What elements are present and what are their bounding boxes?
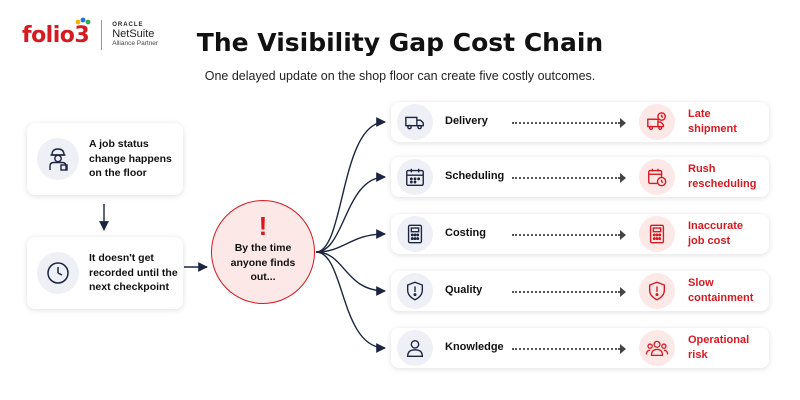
outcome-label: Inaccurate job cost (688, 220, 744, 248)
dotted-arrowhead (620, 118, 626, 128)
clock-icon (37, 252, 79, 294)
folio3-wordmark: folio3 (22, 17, 91, 48)
branch-label: Costing (445, 227, 486, 239)
dotted-arrowhead (620, 230, 626, 240)
outcome-label: Slow containment (688, 277, 754, 305)
branch-row-quality: Quality Slow containment (391, 271, 769, 311)
calculator-icon (639, 216, 675, 252)
truck-clock-icon (639, 104, 675, 140)
folio3-logo: folio3 ORACLE NetSuite Alliance Partner (22, 17, 158, 50)
dotted-connector (512, 122, 620, 124)
page-subtitle: One delayed update on the shop floor can… (204, 69, 596, 83)
branch-row-delivery: Delivery Late shipment (391, 102, 769, 142)
worker-icon (37, 138, 79, 180)
branch-line-quality (315, 251, 386, 296)
calendar-clock-icon (639, 159, 675, 195)
step-card-not-recorded: It doesn't get recorded until the next c… (27, 237, 183, 309)
brand-dots-icon (75, 17, 91, 24)
dotted-connector (512, 234, 620, 236)
hub-circle: ! By the time anyone finds out... (211, 200, 315, 304)
dotted-arrowhead (620, 344, 626, 354)
branch-row-knowledge: Knowledge Operational risk (391, 328, 769, 368)
branch-label: Delivery (445, 115, 488, 127)
branch-line-delivery (315, 117, 386, 253)
partner-badge: ORACLE NetSuite Alliance Partner (112, 22, 158, 48)
oracle-label: ORACLE (112, 22, 144, 29)
calendar-icon (397, 159, 433, 195)
branch-label: Knowledge (445, 341, 504, 353)
branch-row-costing: Costing Inaccurate job cost (391, 214, 769, 254)
step-text: A job status change happens on the floor (89, 137, 172, 180)
dotted-connector (512, 177, 620, 179)
branch-line-knowledge (315, 251, 386, 353)
calculator-icon (397, 216, 433, 252)
dotted-arrowhead (620, 173, 626, 183)
step-text: It doesn't get recorded until the next c… (89, 251, 178, 294)
branch-line-costing (315, 229, 386, 253)
page-title: The Visibility Gap Cost Chain (196, 28, 604, 57)
brand-name: folio3 (22, 22, 90, 48)
branch-line-scheduling (315, 172, 386, 253)
person-icon (397, 330, 433, 366)
dotted-connector (512, 291, 620, 293)
branch-row-scheduling: Scheduling Rush rescheduling (391, 157, 769, 197)
outcome-label: Operational risk (688, 334, 750, 362)
outcome-label: Rush rescheduling (688, 163, 757, 191)
truck-icon (397, 104, 433, 140)
outcome-label: Late shipment (688, 108, 737, 136)
step-card-status-change: A job status change happens on the floor (27, 123, 183, 195)
shield-alert-icon (639, 273, 675, 309)
alliance-partner-label: Alliance Partner (112, 40, 159, 48)
shield-alert-icon (397, 273, 433, 309)
logo-divider (101, 20, 103, 50)
team-icon (639, 330, 675, 366)
netsuite-label: NetSuite (112, 28, 155, 41)
hub-text: By the time anyone finds out... (230, 241, 296, 284)
dotted-connector (512, 348, 620, 350)
alert-icon: ! (258, 210, 268, 241)
branch-label: Quality (445, 284, 483, 296)
dotted-arrowhead (620, 287, 626, 297)
branch-label: Scheduling (445, 170, 505, 182)
